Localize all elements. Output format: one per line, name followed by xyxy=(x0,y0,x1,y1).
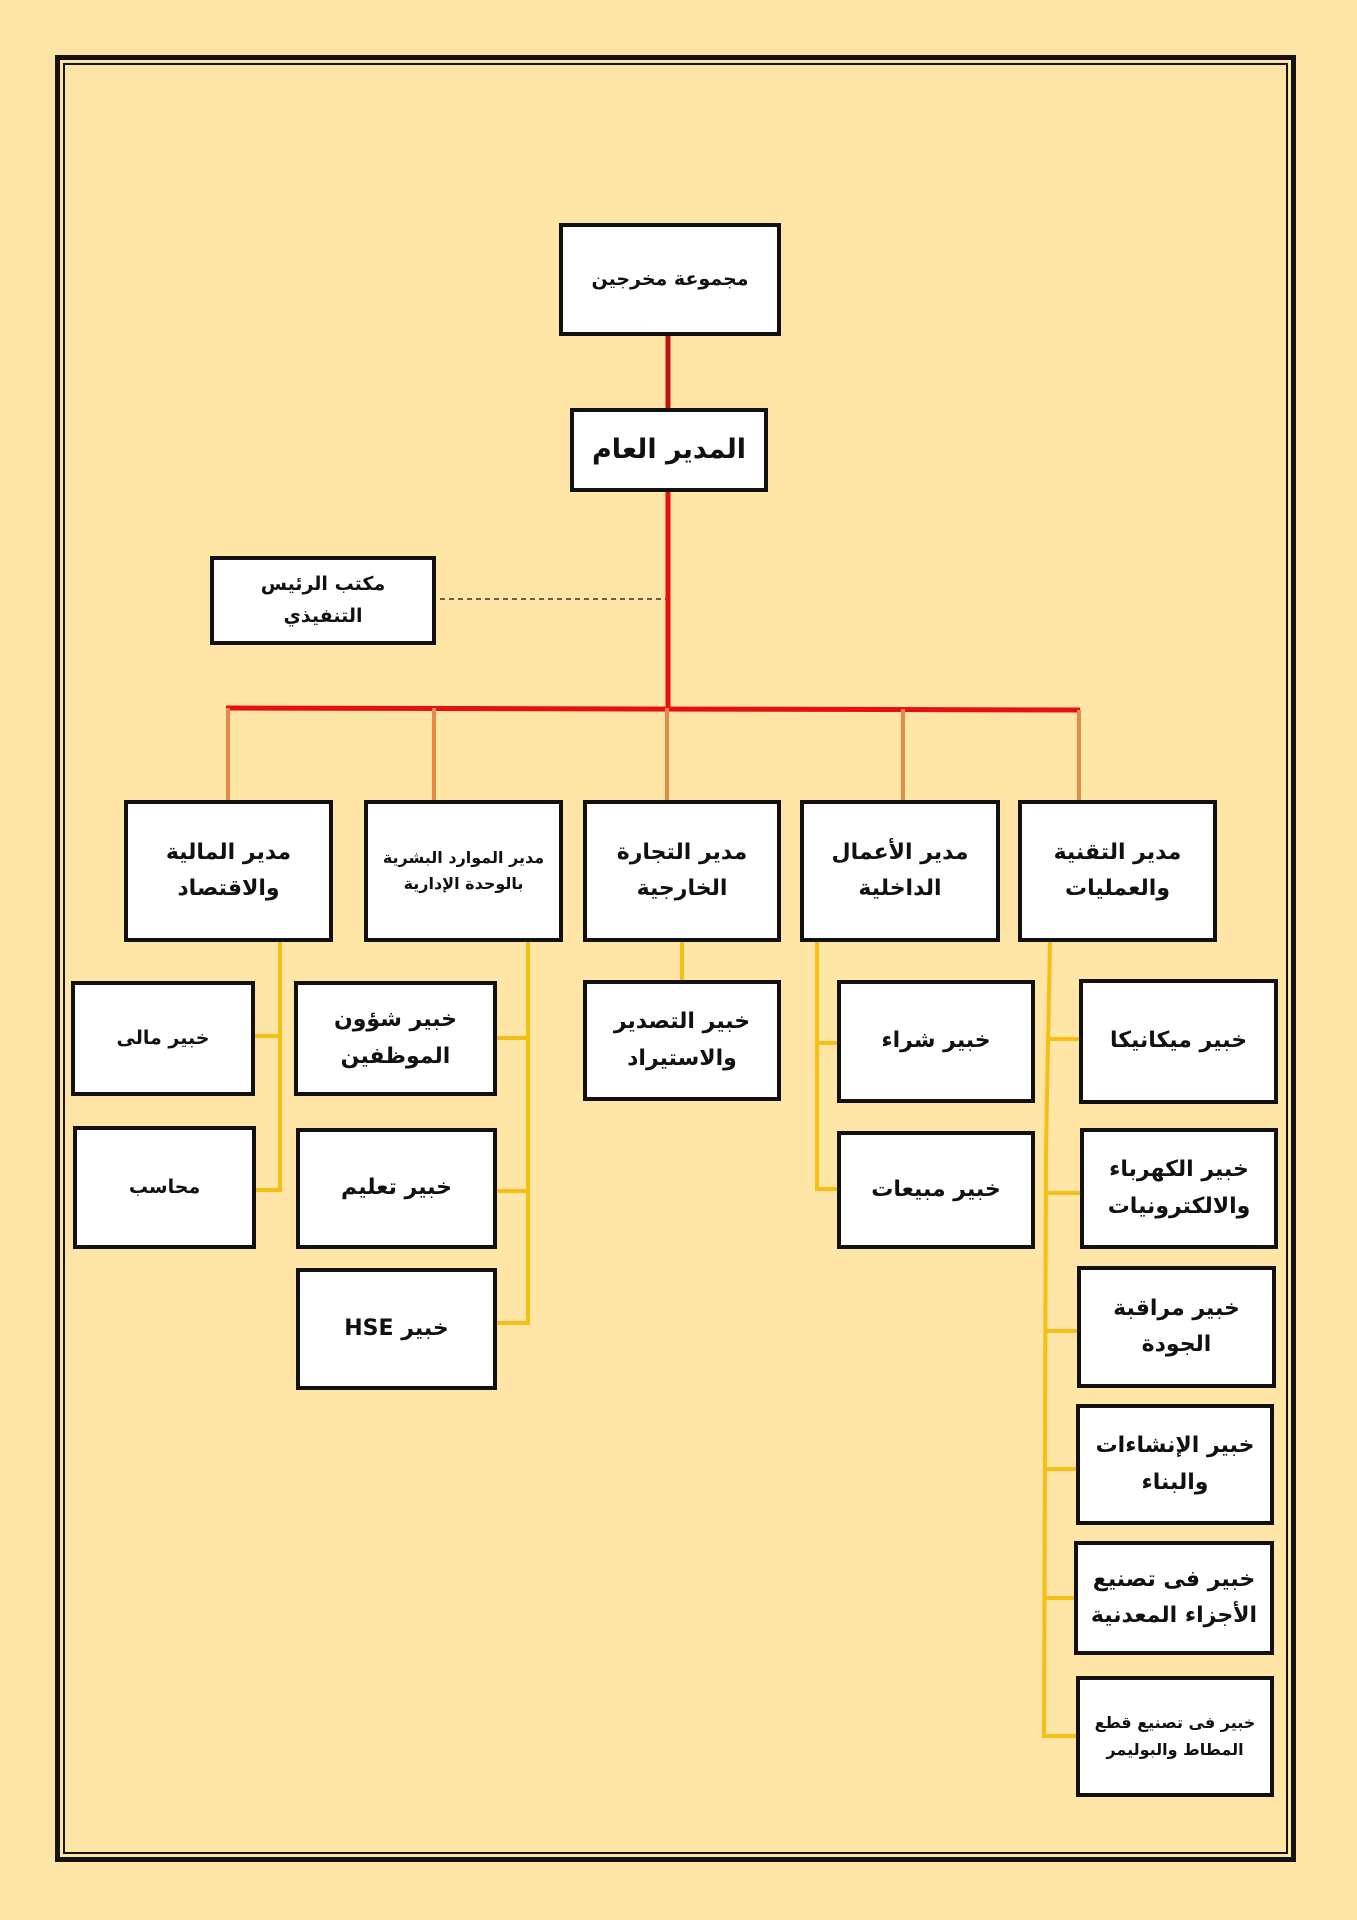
expert-hr-3-box: خبير HSE xyxy=(296,1268,497,1390)
expert-tech-6-box: خبير فى تصنيع قطع المطاط والبوليمر xyxy=(1076,1676,1274,1797)
ceo-box: المدير العام xyxy=(570,408,768,492)
expert-hr-2-box: خبير تعليم xyxy=(296,1128,497,1249)
group-label: مجموعة مخرجين xyxy=(591,267,749,290)
manager-trade-label: مدير التجارة الخارجية xyxy=(616,839,748,901)
expert-tech-5-box: خبير فى تصنيع الأجزاء المعدنية xyxy=(1074,1541,1274,1655)
expert-hr-2-label: خبير تعليم xyxy=(340,1175,453,1201)
outer-frame xyxy=(55,55,1296,1862)
connector-finance-experts xyxy=(254,939,282,1192)
expert-hr-1-box: خبير شؤون الموظفين xyxy=(294,981,497,1096)
connector-main-horizontal xyxy=(225,705,1081,713)
expert-tech-1-label: خبير ميكانيكا xyxy=(1109,1028,1248,1054)
manager-hr-box: مدير الموارد البشرية بالوحدة الإدارية xyxy=(364,800,563,942)
expert-tech-2-box: خبير الكهرباء والالكترونيات xyxy=(1080,1128,1278,1249)
manager-hr-label: مدير الموارد البشرية بالوحدة الإدارية xyxy=(382,847,545,893)
expert-hr-1-label: خبير شؤون الموظفين xyxy=(333,1007,458,1069)
connector-hr-experts xyxy=(495,939,530,1325)
expert-tech-2-label: خبير الكهرباء والالكترونيات xyxy=(1107,1157,1251,1219)
expert-tech-6-label: خبير فى تصنيع قطع المطاط والبوليمر xyxy=(1094,1713,1256,1759)
manager-tech-box: مدير التقنية والعمليات xyxy=(1018,800,1217,942)
expert-tech-3-label: خبير مراقبة الجودة xyxy=(1113,1295,1240,1357)
expert-finance-1-box: خبير مالى xyxy=(71,981,255,1096)
expert-finance-1-label: خبير مالى xyxy=(116,1026,210,1049)
exec-office-box: مكتب الرئيس التنفيذي xyxy=(210,556,436,645)
exec-office-label: مكتب الرئيس التنفيذي xyxy=(260,573,386,627)
manager-trade-box: مدير التجارة الخارجية xyxy=(583,800,781,942)
expert-tech-4-box: خبير الإنشاءات والبناء xyxy=(1076,1404,1274,1525)
expert-business-1-label: خبير شراء xyxy=(881,1028,991,1054)
manager-finance-label: مدير المالية والاقتصاد xyxy=(165,839,292,901)
manager-finance-box: مدير المالية والاقتصاد xyxy=(124,800,333,942)
expert-finance-2-box: محاسب xyxy=(73,1126,256,1249)
inner-frame xyxy=(63,63,1288,1854)
expert-business-1-box: خبير شراء xyxy=(837,980,1035,1103)
ceo-label: المدير العام xyxy=(592,433,746,465)
expert-tech-5-label: خبير فى تصنيع الأجزاء المعدنية xyxy=(1090,1566,1258,1628)
expert-business-2-label: خبير مبيعات xyxy=(871,1176,1001,1202)
expert-finance-2-label: محاسب xyxy=(128,1175,201,1198)
manager-tech-label: مدير التقنية والعمليات xyxy=(1053,839,1182,901)
connector-tech-experts xyxy=(1042,939,1081,1739)
expert-tech-1-box: خبير ميكانيكا xyxy=(1079,979,1278,1104)
expert-hr-3-label: خبير HSE xyxy=(344,1315,449,1341)
expert-trade-1-box: خبير التصدير والاستيراد xyxy=(583,980,781,1101)
manager-business-box: مدير الأعمال الداخلية xyxy=(800,800,1000,942)
expert-tech-3-box: خبير مراقبة الجودة xyxy=(1077,1266,1276,1388)
manager-business-label: مدير الأعمال الداخلية xyxy=(831,839,969,901)
expert-trade-1-label: خبير التصدير والاستيراد xyxy=(613,1009,751,1071)
group-box: مجموعة مخرجين xyxy=(559,223,781,336)
expert-tech-4-label: خبير الإنشاءات والبناء xyxy=(1095,1433,1255,1495)
connector-business-experts xyxy=(815,939,840,1191)
expert-business-2-box: خبير مبيعات xyxy=(837,1131,1035,1249)
